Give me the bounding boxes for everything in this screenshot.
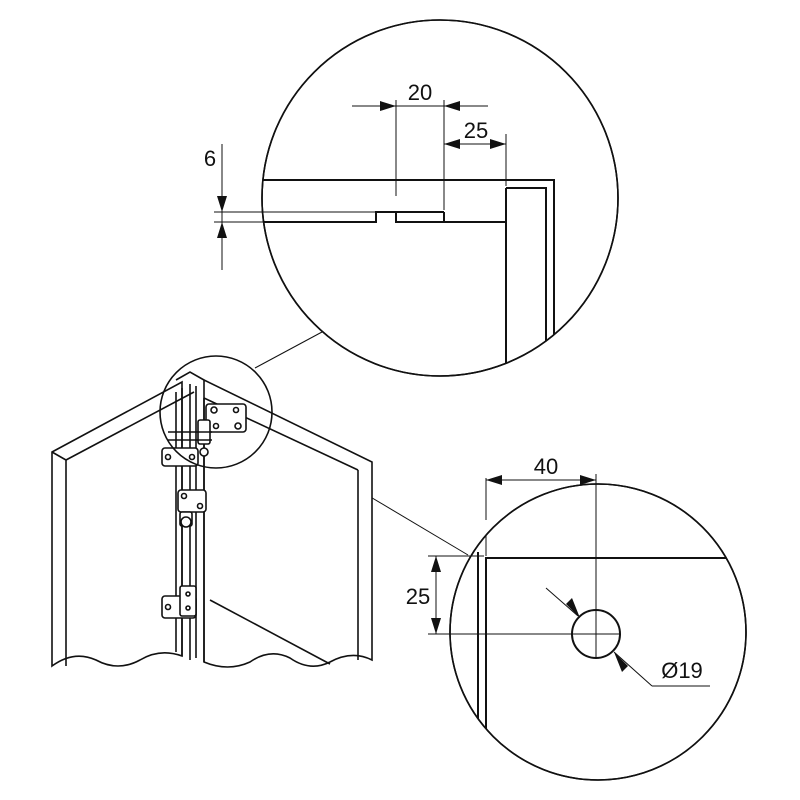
dimension-label-groove-depth: 6	[204, 146, 216, 171]
top-hinge	[161, 403, 247, 467]
dimension-40: 40	[485, 454, 597, 520]
bottom-hinge	[161, 585, 197, 619]
dimension-label-edge-offset: 25	[464, 118, 488, 143]
dimension-6: 6	[204, 144, 264, 270]
dimension-diameter: Ø19	[545, 587, 710, 687]
dimension-label-groove-width: 20	[408, 80, 432, 105]
detail-circle-top: 20 25 6	[204, 19, 619, 377]
dimension-25-bottom: 25	[406, 555, 470, 635]
middle-hinge	[177, 489, 207, 528]
dimension-label-hole-offset-y: 25	[406, 584, 430, 609]
dimension-25-top: 25	[444, 118, 506, 149]
dimension-label-hole-offset-x: 40	[534, 454, 558, 479]
detail-circle-bottom: 40 25 Ø19	[406, 454, 747, 781]
left-door-panel	[51, 380, 195, 668]
detail-marker-circle	[159, 355, 273, 469]
right-door-panel	[175, 371, 373, 668]
cabinet-assembly	[51, 355, 373, 668]
dimension-20: 20	[352, 80, 488, 111]
dimension-label-hole-diameter: Ø19	[661, 658, 703, 683]
